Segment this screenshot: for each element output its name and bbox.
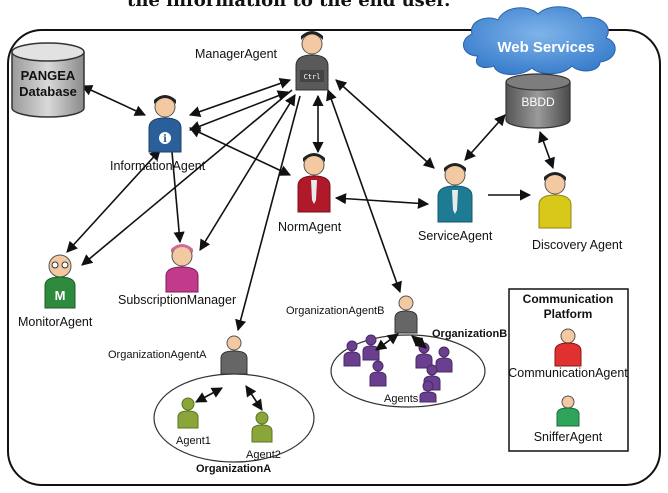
web-services-label: Web Services (497, 39, 594, 56)
legend-title-2: Platform (544, 307, 593, 321)
pangea-label-2: Database (19, 84, 77, 99)
arrow-orgb-left (375, 333, 399, 351)
arrow-manager-monitor (81, 89, 293, 266)
organization-a-label: OrganizationA (196, 463, 271, 475)
organization-a-members (177, 397, 273, 443)
organization-agent-b-label: OrganizationAgentB (286, 305, 384, 317)
member-agent1 (177, 397, 199, 429)
arrow-service-bbdd (464, 114, 506, 161)
pangea-database: PANGEA Database (11, 42, 85, 118)
norm-agent-label: NormAgent (278, 220, 342, 234)
arrow-info-subscription (171, 151, 185, 244)
member-b-1 (343, 340, 361, 367)
member-agent2 (251, 411, 273, 443)
arrow-manager-orgagentb (326, 88, 402, 294)
agent2-label: Agent2 (246, 449, 281, 461)
subscription-manager-label: SubscriptionManager (118, 293, 236, 307)
norm-agent (297, 153, 331, 213)
arrow-orga-agent1 (195, 387, 223, 403)
agents-label: Agents (384, 393, 419, 405)
web-services-cloud: Web Services (463, 6, 616, 75)
arrow-norm-service (334, 193, 430, 209)
service-agent (437, 163, 473, 223)
member-b-3 (369, 360, 387, 387)
arrow-bbdd-discovery (538, 130, 555, 170)
arrow-pangea-info (80, 85, 147, 116)
sniffer-agent-label: SnifferAgent (534, 430, 603, 444)
manager-ctrl-badge: Ctrl (304, 73, 321, 81)
arrow-orga-agent2 (245, 385, 263, 411)
member-b-5 (435, 346, 453, 373)
arrow-manager-orgagenta (235, 95, 301, 332)
organization-agent-a (220, 335, 248, 375)
organization-b-boundary (330, 334, 486, 408)
arrow-manager-subscription (199, 94, 296, 251)
organization-agent-a-label: OrganizationAgentA (108, 349, 207, 361)
member-b-2 (362, 334, 380, 361)
organization-b-members (343, 334, 453, 403)
discovery-agent-label: Discovery Agent (532, 238, 623, 252)
arrow-orgb-right (411, 335, 427, 349)
communication-agent-label: CommunicationAgent (508, 366, 628, 380)
info-i-badge: i (163, 134, 167, 145)
organization-agent-b (394, 295, 418, 334)
pangea-label-1: PANGEA (21, 68, 76, 83)
platform-frame (7, 29, 661, 486)
arrow-info-monitor (66, 149, 161, 253)
communication-platform-legend: Communication Platform CommunicationAgen… (508, 288, 629, 452)
member-b-7 (419, 380, 437, 403)
organization-a-boundary (153, 373, 315, 463)
subscription-manager (165, 244, 199, 293)
communication-agent-icon (554, 328, 582, 367)
agent1-label: Agent1 (176, 435, 211, 447)
legend-title-1: Communication (523, 292, 614, 306)
service-agent-label: ServiceAgent (418, 229, 493, 243)
connections (66, 78, 555, 332)
monitor-agent-label: MonitorAgent (18, 315, 93, 329)
discovery-agent (538, 172, 572, 229)
monitor-m-badge: M (55, 288, 66, 303)
arrow-manager-service (335, 79, 435, 169)
monitor-agent: M (44, 254, 76, 309)
bbdd-database: BBDD (505, 73, 571, 129)
header-fragment: the information to the end user. (127, 0, 450, 11)
bbdd-label: BBDD (521, 95, 555, 109)
sniffer-agent-icon (556, 395, 580, 427)
organization-b-label: OrganizationB (432, 328, 507, 340)
information-agent: i (148, 95, 182, 153)
manager-agent-label: ManagerAgent (195, 47, 278, 61)
information-agent-label: InformationAgent (110, 159, 206, 173)
manager-agent: Ctrl (295, 31, 329, 91)
